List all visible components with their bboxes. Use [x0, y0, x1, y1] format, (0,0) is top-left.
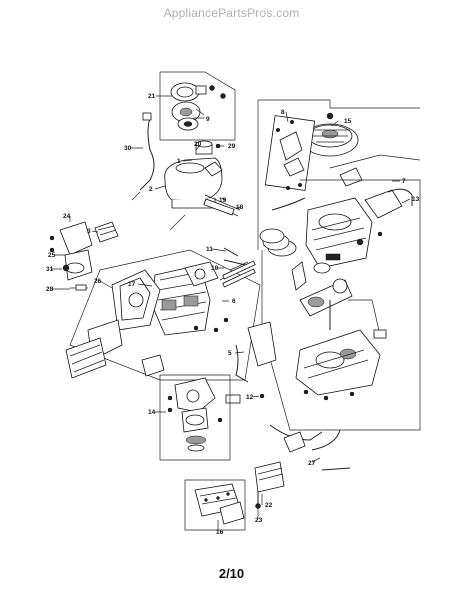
cylinder-head-group	[69, 194, 261, 381]
fuel-tank-group	[131, 112, 223, 209]
muffler-group	[49, 221, 123, 379]
callout-23: 23	[255, 517, 263, 524]
callout-2: 2	[149, 186, 153, 193]
callout-10: 10	[211, 265, 219, 272]
recoil-starter-group	[159, 71, 236, 141]
callout-20: 20	[194, 141, 202, 148]
callout-27: 27	[308, 460, 316, 467]
callout-24: 24	[63, 213, 71, 220]
callout-9: 9	[206, 116, 210, 123]
callout-30: 30	[124, 145, 132, 152]
callout-26: 26	[94, 278, 102, 285]
callout-7: 7	[402, 178, 406, 185]
callout-28: 28	[46, 286, 54, 293]
callout-25: 25	[48, 252, 56, 259]
callout-14: 14	[148, 409, 156, 416]
callout-3: 3	[87, 228, 91, 235]
callout-19: 19	[219, 197, 227, 204]
callout-13: 13	[412, 196, 420, 203]
callout-12: 12	[246, 394, 254, 401]
callout-21: 21	[148, 93, 156, 100]
callout-5: 5	[228, 350, 232, 357]
callout-16: 16	[216, 529, 224, 536]
page-number: 2/10	[218, 566, 245, 581]
carburetor-group	[141, 354, 231, 461]
engine-block-group	[222, 179, 421, 471]
callout-8: 8	[281, 109, 285, 116]
callout-11: 11	[206, 246, 213, 253]
callout-29: 29	[228, 143, 236, 150]
callout-17: 17	[128, 281, 136, 288]
callout-1: 1	[177, 158, 181, 165]
callout-6: 6	[232, 298, 236, 305]
callout-22: 22	[265, 502, 273, 509]
callout-31: 31	[46, 266, 54, 273]
watermark: AppliancePartsPros.com	[163, 6, 300, 20]
callout-15: 15	[344, 118, 352, 125]
air-cleaner-group	[184, 461, 285, 531]
